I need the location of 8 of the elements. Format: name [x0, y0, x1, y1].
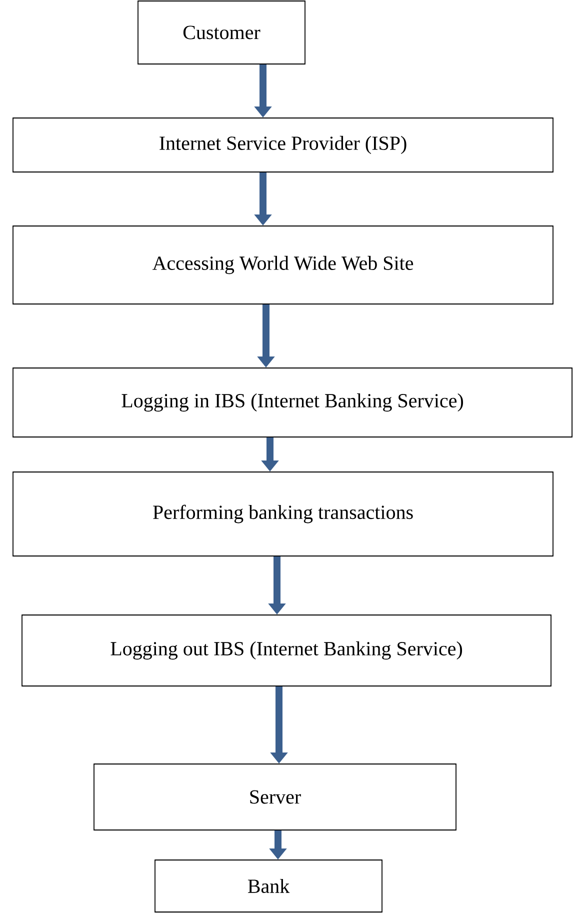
process-box: Bank	[154, 860, 382, 912]
process-box: Performing banking transactions	[12, 472, 554, 556]
process-box: Server	[94, 764, 456, 830]
process-box: Accessing World Wide Web Site	[12, 226, 554, 304]
process-box: Logging in IBS (Internet Banking Service)	[12, 368, 572, 438]
process-box: Customer	[138, 0, 306, 64]
process-box: Logging out IBS (Internet Banking Service)	[22, 614, 552, 686]
process-box: Internet Service Provider (ISP)	[12, 118, 554, 172]
